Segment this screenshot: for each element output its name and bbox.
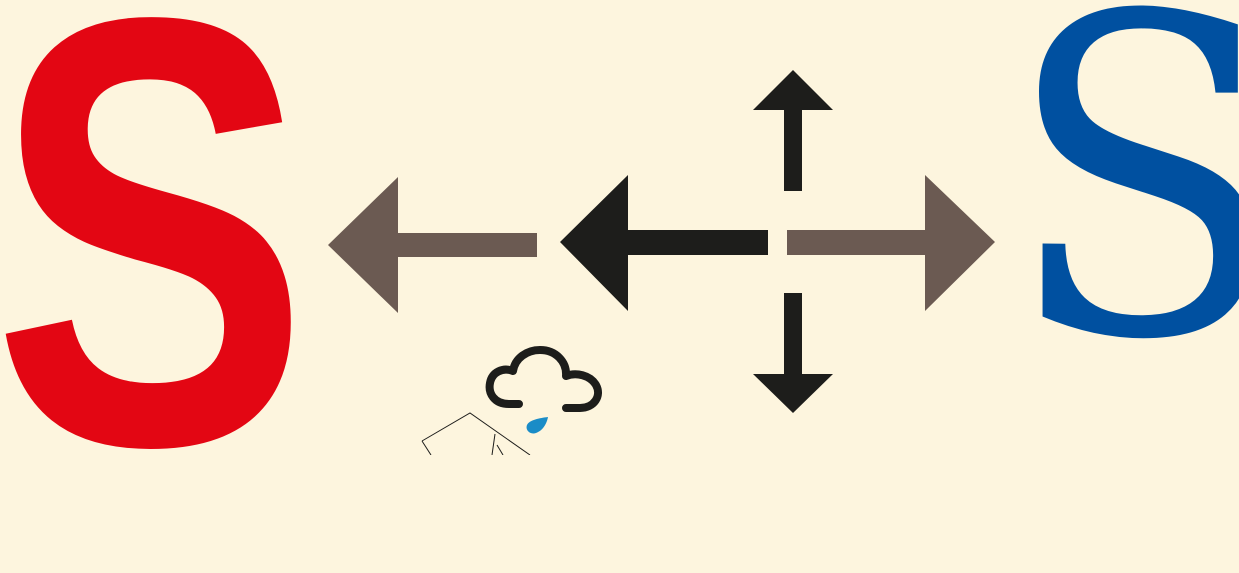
cloud-rain-icon	[485, 346, 602, 412]
arrow-left-brown-icon	[328, 177, 537, 313]
arrow-left-black-icon	[560, 175, 768, 311]
red-s-letter: S	[0, 0, 310, 573]
paper-sheet-icon	[421, 412, 531, 455]
arrow-diagram	[328, 70, 995, 455]
arrow-up-black-icon	[753, 70, 833, 191]
arrow-right-brown-icon	[787, 175, 995, 311]
raindrop-icon	[526, 417, 548, 434]
arrow-down-black-icon	[753, 293, 833, 413]
blue-s-letter: S	[1005, 0, 1239, 400]
